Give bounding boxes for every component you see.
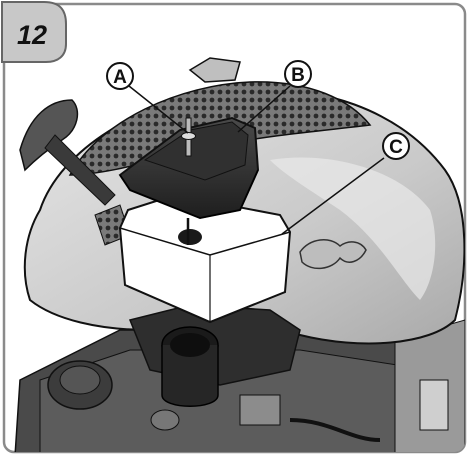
callout-b-label: B bbox=[291, 65, 305, 86]
figure-number: 12 bbox=[17, 20, 47, 50]
leader-line-a bbox=[128, 85, 189, 134]
cover-screw-head bbox=[181, 132, 196, 140]
starter-handle bbox=[19, 99, 79, 172]
engine-side-plate bbox=[419, 379, 449, 431]
callout-a-label: A bbox=[113, 67, 127, 88]
leader-line-c bbox=[281, 157, 385, 235]
shroud-highlight bbox=[270, 157, 436, 300]
figure-number-badge: 12 bbox=[1, 1, 67, 63]
air-filter-cover-rim bbox=[119, 169, 259, 219]
starter-rope-guide bbox=[44, 134, 116, 206]
callout-c: C bbox=[382, 132, 410, 160]
air-filter-center-hole bbox=[178, 229, 202, 245]
throttle-cable bbox=[289, 418, 381, 442]
leader-line-b bbox=[237, 85, 291, 133]
oil-fill-cap-top bbox=[59, 365, 101, 395]
callout-b: B bbox=[284, 60, 312, 88]
air-intake-opening bbox=[170, 333, 210, 357]
air-intake-tube bbox=[161, 345, 219, 407]
callout-a: A bbox=[106, 62, 134, 90]
callout-c-label: C bbox=[389, 137, 403, 158]
fuel-fitting bbox=[150, 409, 180, 431]
carburetor-body bbox=[239, 394, 281, 426]
top-handle bbox=[188, 57, 241, 83]
brand-logo-emboss bbox=[299, 239, 367, 270]
